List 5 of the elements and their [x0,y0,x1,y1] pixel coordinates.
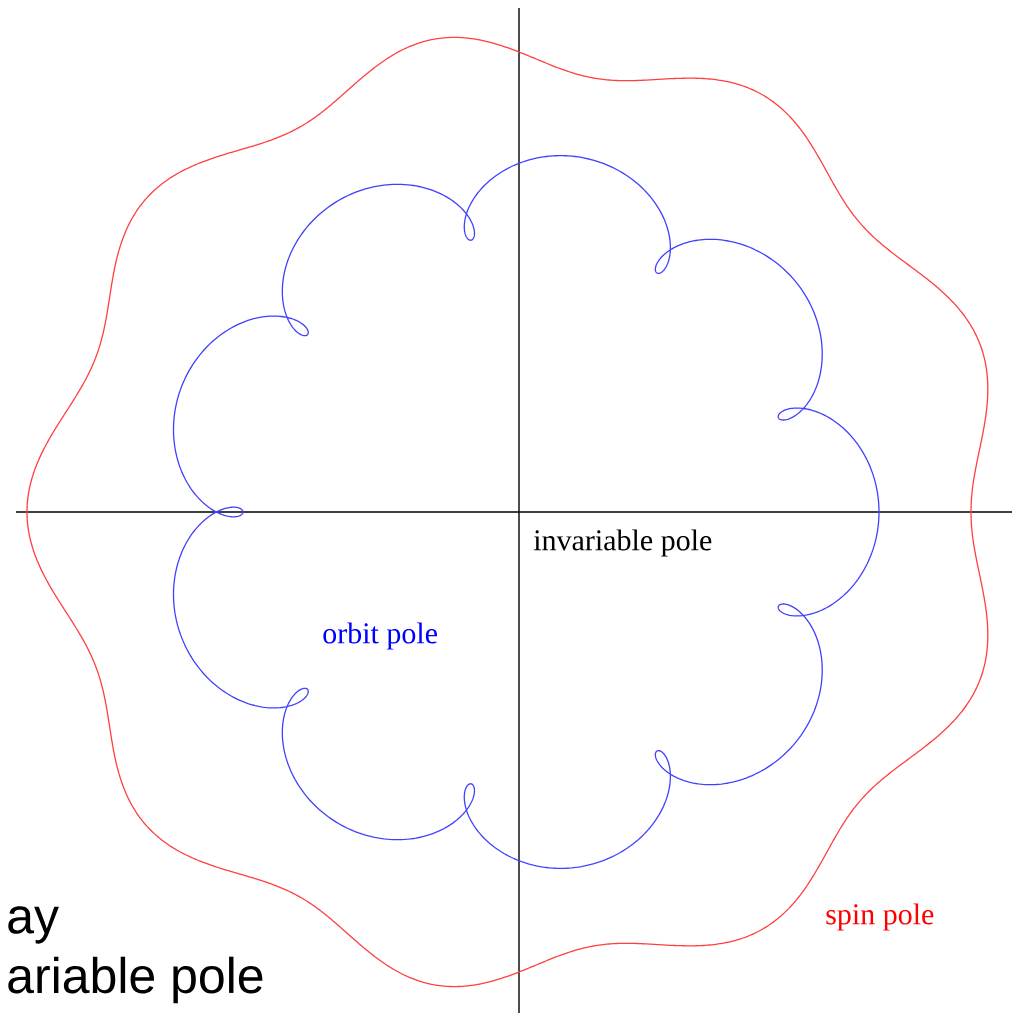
curve-label: spin pole [826,903,934,931]
caption-text: ariable pole [8,956,263,1004]
axis-label: invariable pole [533,529,712,557]
caption-text: ay [8,906,59,944]
curve-label: orbit pole [323,622,437,650]
